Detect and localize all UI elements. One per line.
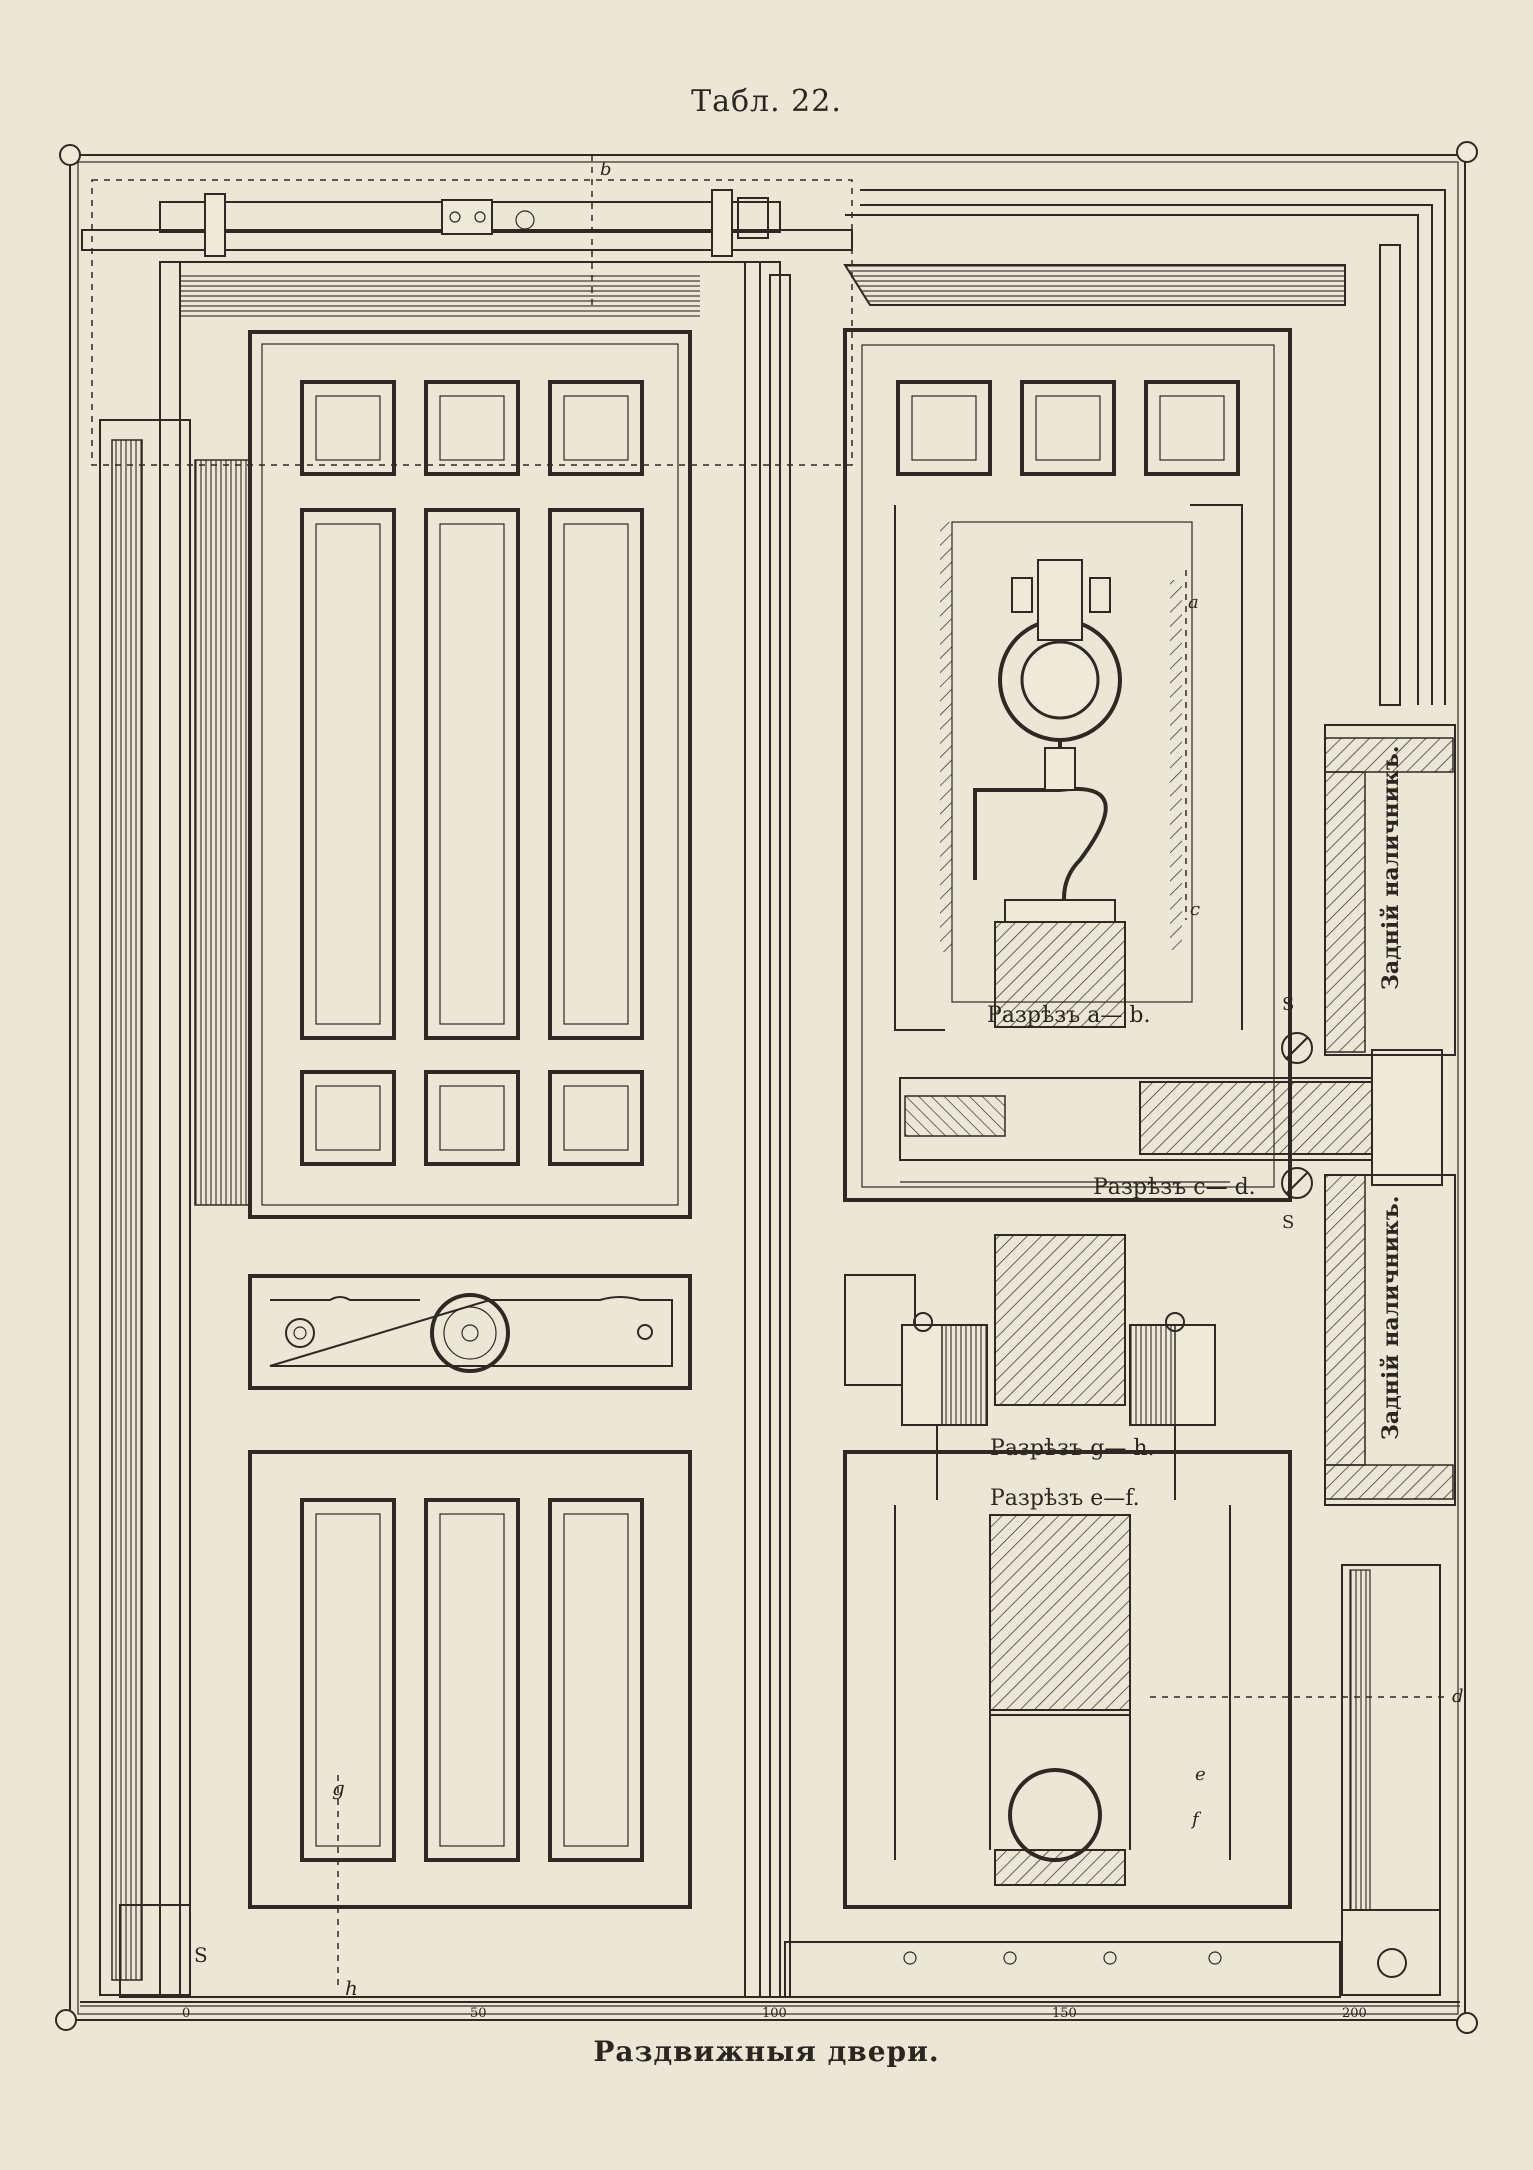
corner-mark: [1456, 2012, 1478, 2034]
roller-bracket: [711, 189, 733, 257]
marker-g: g: [332, 1776, 345, 1800]
lower-panel-frame: [248, 1450, 692, 1909]
corner-mark: [1456, 141, 1478, 163]
scale-bar: 0 50 100 150 200: [80, 2001, 1460, 2021]
section-e-f-label: Разрѣзъ e—f.: [990, 1486, 1140, 1511]
back-trim-lower: Задній наличникъ.: [1324, 1174, 1456, 1506]
screw-icon: [1281, 1032, 1313, 1064]
scale-tick: 50: [470, 2006, 487, 2021]
lower-panels: [300, 1498, 644, 1862]
right-architrave: [843, 189, 1446, 706]
screw-icon: [1281, 1167, 1313, 1199]
corner-mark: [55, 2009, 77, 2031]
mid-small-panels: [300, 1070, 644, 1166]
plate-title: Табл. 22.: [691, 84, 842, 119]
back-trim-lower-label: Задній наличникъ.: [1378, 1196, 1404, 1440]
bolt-icon: [1377, 1948, 1407, 1978]
right-door-frame: [843, 328, 1292, 1202]
top-small-panels: [300, 380, 644, 476]
section-g-h-label: Разрѣзъ g— h.: [990, 1436, 1155, 1461]
tall-panels: [300, 508, 644, 1040]
section-a-b: Разрѣзъ a— b. a: [940, 521, 1199, 1028]
latch-icon: [637, 1324, 653, 1340]
keyhole-icon: [285, 1318, 315, 1348]
plate-caption: Раздвижныя двери.: [593, 2035, 940, 2068]
scale-tick: 150: [1052, 2006, 1077, 2021]
right-lower-jamb: [1341, 1564, 1441, 1996]
marker-d: d: [1452, 1686, 1464, 1707]
upper-panel-frame: [248, 330, 692, 1219]
left-architrave: [99, 261, 251, 1998]
back-trim-upper-label: Задній наличникъ.: [1378, 746, 1404, 990]
marker-s-door: S: [194, 1943, 208, 1967]
marker-b: b: [600, 159, 612, 180]
corner-mark: [59, 144, 81, 166]
back-trim-upper: Задній наличникъ.: [1324, 724, 1456, 1056]
section-c-d: Разрѣзъ c— d. S S: [899, 994, 1443, 1233]
marker-f: f: [1190, 1809, 1202, 1830]
scale-tick: 100: [762, 2006, 787, 2021]
section-g-h: Разрѣзъ g— h.: [844, 1234, 1216, 1500]
threshold: [784, 1941, 1341, 1998]
lock-escutcheon: [269, 1296, 673, 1367]
roller-bracket: [204, 193, 226, 257]
left-door-leaf: g h S: [159, 261, 761, 2000]
scale-tick: 0: [182, 2006, 190, 2021]
lock-rail: [248, 1274, 692, 1390]
top-rail: [81, 155, 853, 466]
outer-frame: [55, 141, 1478, 2034]
center-jamb: [744, 261, 791, 1998]
scale-tick: 200: [1342, 2006, 1367, 2021]
marker-h: h: [345, 1976, 358, 2000]
marker-e: e: [1195, 1764, 1206, 1785]
section-c-d-label: Разрѣзъ c— d.: [1093, 1175, 1256, 1200]
marker-s-bottom: S: [1282, 1212, 1294, 1233]
right-top-panels: [896, 380, 1240, 476]
door-knob-rosette: [430, 1293, 510, 1373]
section-a-b-label: Разрѣзъ a— b.: [987, 1003, 1150, 1028]
section-e-f: Разрѣзъ e—f. f d: [843, 1450, 1464, 1909]
marker-s-top: S: [1282, 994, 1294, 1015]
marker-a: a: [1188, 592, 1199, 613]
marker-c: c: [1190, 899, 1200, 920]
